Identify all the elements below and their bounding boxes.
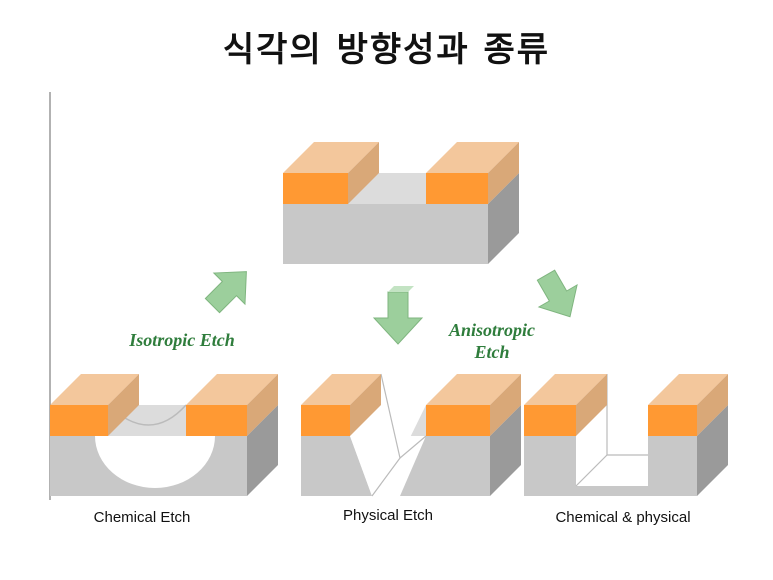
isotropic-etch-label: Isotropic Etch <box>129 330 235 350</box>
combined-etch-block <box>524 374 728 496</box>
combined-etch-caption: Chemical & physical <box>555 509 691 526</box>
arrow-physical-icon <box>372 286 424 345</box>
physical-etch-block <box>301 373 521 497</box>
top-mask-left-side <box>348 142 379 204</box>
chemical-etch-block <box>50 374 278 496</box>
top-mask-right-front <box>426 173 488 204</box>
top-wafer-block <box>283 142 519 264</box>
top-mask-right-side <box>488 142 519 204</box>
page-title: 식각의 방향성과 종류 <box>222 30 551 70</box>
chemical-etch-caption: Chemical Etch <box>93 509 191 526</box>
top-mask-left-top <box>283 142 379 173</box>
anisotropic-label-line1: Anisotropic <box>448 320 536 340</box>
top-substrate-front <box>283 204 488 264</box>
top-mask-left-front <box>283 173 348 204</box>
anisotropic-label-line2: Etch <box>474 342 510 362</box>
arrow-anisotropic-icon <box>536 269 578 318</box>
arrow-isotropic-icon <box>204 271 247 314</box>
physical-etch-caption: Physical Etch <box>342 507 434 524</box>
top-substrate-side <box>488 173 519 264</box>
chem-cavity <box>95 436 215 488</box>
